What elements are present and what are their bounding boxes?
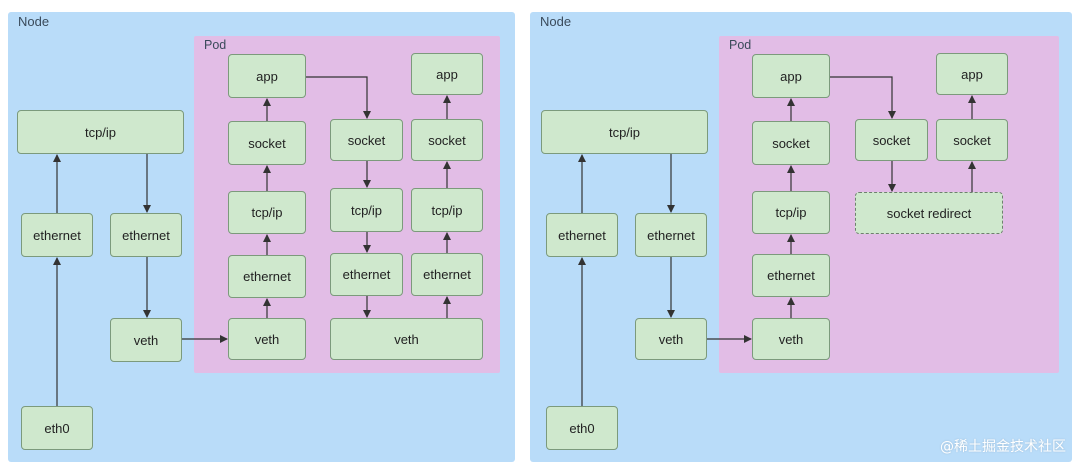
right-pod-ethernet1-box: ethernet <box>752 254 830 297</box>
left-pod-socket3-box: socket <box>411 119 483 161</box>
left-pod-veth1-box: veth <box>228 318 306 360</box>
right-pod-app2-box: app <box>936 53 1008 95</box>
right-pod-tcpip1-box: tcp/ip <box>752 191 830 234</box>
left-pod-ethernet1-box: ethernet <box>228 255 306 298</box>
left-pod-ethernet3-box: ethernet <box>411 253 483 296</box>
right-pod-label: Pod <box>729 38 752 52</box>
right-pod-socket-redirect-box: socket redirect <box>855 192 1003 234</box>
left-host-veth-box: veth <box>110 318 182 362</box>
left-node-label: Node <box>18 14 50 29</box>
left-pod-tcpip3-box: tcp/ip <box>411 188 483 232</box>
left-host-eth0-box: eth0 <box>21 406 93 450</box>
left-pod-label: Pod <box>204 38 227 52</box>
right-host-eth0-box: eth0 <box>546 406 618 450</box>
left-pod-ethernet2-box: ethernet <box>330 253 403 296</box>
watermark-text: @稀土掘金技术社区 <box>940 439 1066 455</box>
right-host-tcpip-box: tcp/ip <box>541 110 708 154</box>
right-host-ethernet-out-box: ethernet <box>635 213 707 257</box>
left-host-ethernet-in-box: ethernet <box>21 213 93 257</box>
left-pod-app2-box: app <box>411 53 483 95</box>
right-pod-app1-box: app <box>752 54 830 98</box>
left-pod-veth2-box: veth <box>330 318 483 360</box>
left-pod-socket2-box: socket <box>330 119 403 161</box>
right-pod-socket2-box: socket <box>855 119 928 161</box>
left-pod-app1-box: app <box>228 54 306 98</box>
right-host-veth-box: veth <box>635 318 707 360</box>
right-pod-socket1-box: socket <box>752 121 830 165</box>
right-pod-veth1-box: veth <box>752 318 830 360</box>
left-pod-tcpip2-box: tcp/ip <box>330 188 403 232</box>
right-host-ethernet-in-box: ethernet <box>546 213 618 257</box>
left-pod-socket1-box: socket <box>228 121 306 165</box>
left-host-ethernet-out-box: ethernet <box>110 213 182 257</box>
right-pod-socket3-box: socket <box>936 119 1008 161</box>
right-node-label: Node <box>540 14 572 29</box>
left-pod-tcpip1-box: tcp/ip <box>228 191 306 234</box>
left-host-tcpip-box: tcp/ip <box>17 110 184 154</box>
